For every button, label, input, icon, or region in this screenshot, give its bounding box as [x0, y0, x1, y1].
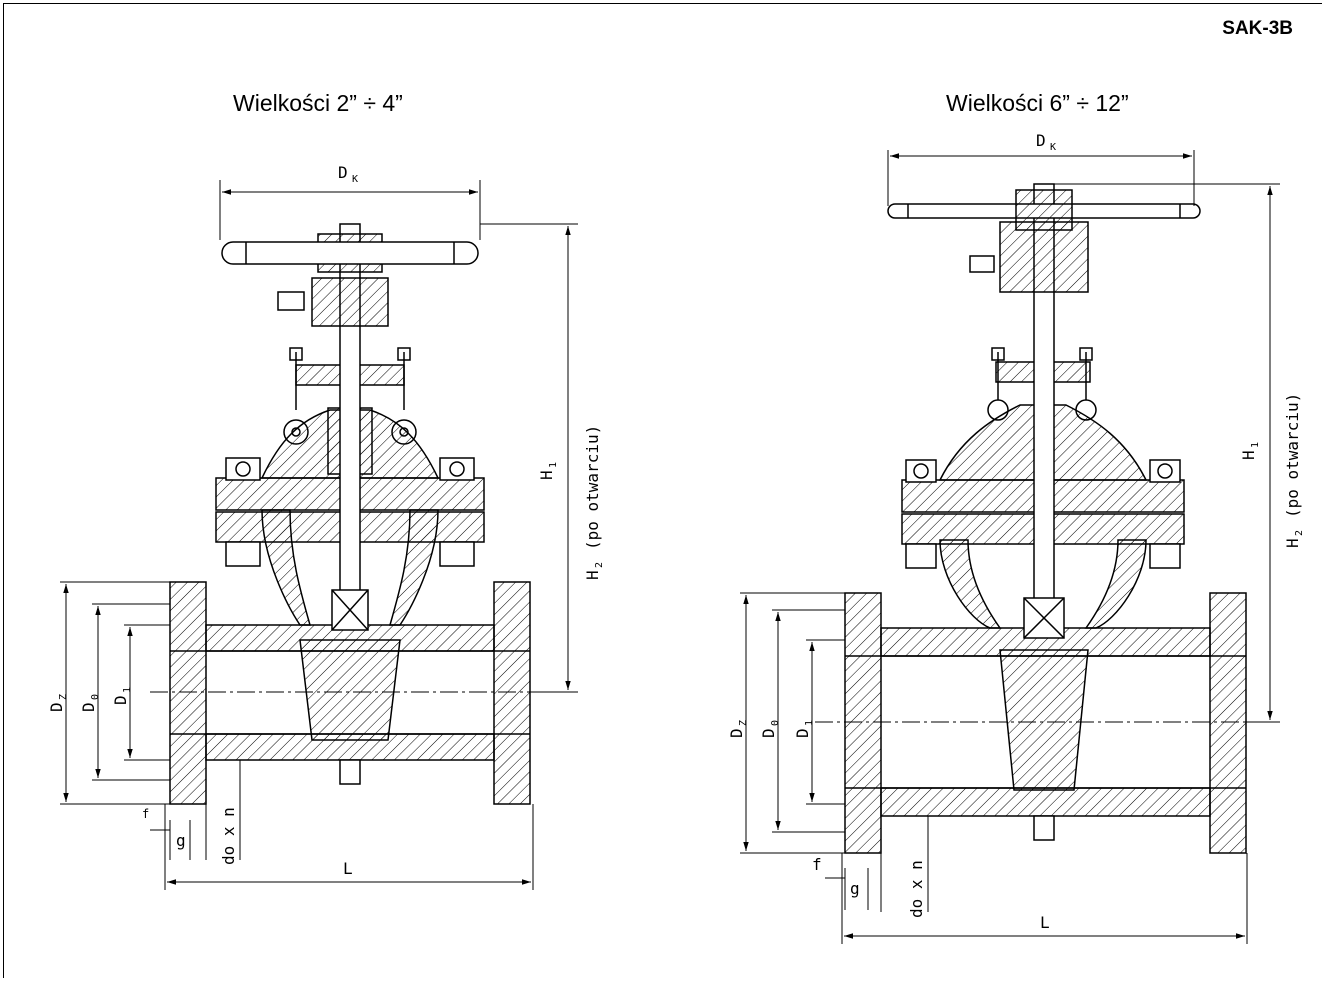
valve-small-drawing	[150, 223, 560, 805]
left-flange-small	[169, 581, 207, 805]
sheet-frame	[3, 3, 1322, 978]
yoke-eye-right-small	[391, 419, 417, 445]
label-h2-sub-small: 2	[594, 562, 605, 568]
label-d0-sub-large: 0	[770, 720, 781, 726]
label-dz-small: D	[47, 702, 66, 712]
label-h1-sub-small: 1	[548, 462, 559, 468]
body-wall-bottom-large	[880, 787, 1211, 817]
valve-large-drawing	[815, 183, 1280, 854]
sheet-code: SAK-3B	[1222, 18, 1293, 39]
label-dz-sub-small: Z	[58, 694, 69, 700]
label-d0-sub-small: 0	[90, 694, 101, 700]
labels-small: D K H 1 H 2 (po otwarciu) D Z D 0 D 1	[47, 163, 605, 878]
label-h2-note-large: (po otwarciu)	[1283, 393, 1302, 518]
label-dk-small: D	[338, 163, 348, 182]
label-f-large: f	[812, 855, 822, 874]
label-doxn-large: do x n	[907, 860, 926, 918]
label-h1-sub-large: 1	[1250, 442, 1261, 448]
stem-nut-housing-small	[311, 277, 389, 327]
right-flange-large	[1209, 592, 1247, 854]
label-dk-sub-small: K	[352, 174, 358, 185]
label-d0-large: D	[759, 728, 778, 738]
handwheel-small	[221, 241, 479, 265]
label-dk-sub-large: K	[1050, 142, 1056, 153]
yoke-eye-left-small	[283, 419, 309, 445]
right-flange-small	[493, 581, 531, 805]
label-l-large: L	[1040, 913, 1050, 932]
dimensions-small	[60, 180, 578, 890]
label-dz-sub-large: Z	[738, 720, 749, 726]
label-h2-sub-large: 2	[1294, 530, 1305, 536]
label-d1-small: D	[111, 695, 130, 705]
label-g-large: g	[850, 879, 860, 898]
label-h2-note-small: (po otwarciu)	[583, 425, 602, 550]
label-h1-small: H	[537, 470, 556, 480]
label-d1-large: D	[793, 728, 812, 738]
label-d0-small: D	[79, 702, 98, 712]
wedge-small	[299, 639, 401, 741]
label-g-small: g	[176, 831, 186, 850]
label-d1-sub-large: 1	[804, 720, 815, 726]
label-h2-large: H	[1283, 538, 1302, 548]
view-title-small: Wielkości 2” ÷ 4”	[233, 90, 403, 116]
stem-nut-housing-large	[999, 221, 1089, 293]
label-dz-large: D	[727, 728, 746, 738]
label-d1-sub-small: 1	[122, 687, 133, 693]
label-f-small: f	[142, 807, 149, 821]
label-l-small: L	[343, 859, 353, 878]
label-h2-small: H	[583, 570, 602, 580]
wedge-large	[999, 649, 1089, 791]
labels-large: D K H 1 H 2 (po otwarciu) D Z D 0 D 1	[727, 131, 1305, 932]
dimensions-large	[740, 150, 1280, 944]
view-title-large: Wielkości 6” ÷ 12”	[946, 90, 1129, 116]
label-h1-large: H	[1239, 450, 1258, 460]
label-dk-large: D	[1036, 131, 1046, 150]
left-flange-large	[844, 592, 882, 854]
label-doxn-small: do x n	[219, 807, 238, 865]
